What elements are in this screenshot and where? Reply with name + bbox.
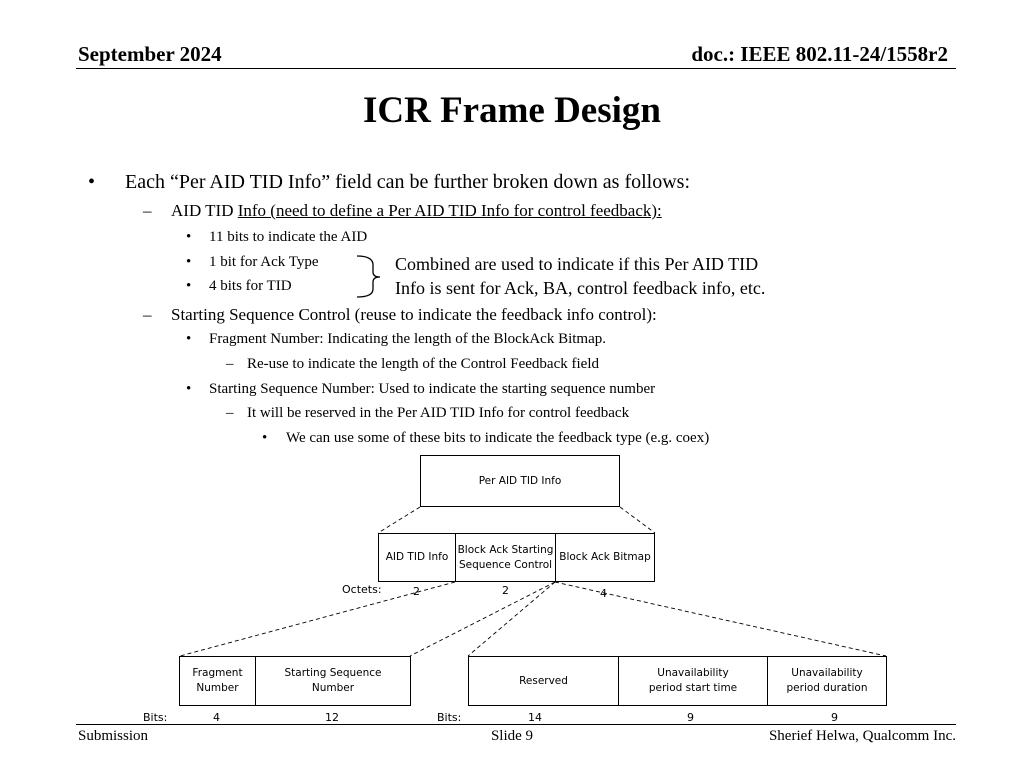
footer-slide-number: Slide 9 (490, 728, 534, 744)
bullet-aid-tid-underlined: Info (need to define a Per AID TID Info … (237, 201, 662, 220)
bits-label-right: Bits: (437, 711, 462, 724)
bits-fragment-number: 4 (213, 711, 220, 724)
combined-note-line2: Info is sent for Ack, BA, control feedba… (395, 278, 766, 298)
bullet-reserved-control-feedback: It will be reserved in the Per AID TID I… (247, 405, 630, 421)
bits-unavail-duration: 9 (831, 711, 838, 724)
octets-ba-bitmap: 4 (600, 587, 607, 600)
octets-bass-control: 2 (502, 584, 509, 597)
bullet-per-aid-tid-info: Each “Per AID TID Info” field can be fur… (125, 171, 690, 193)
octets-label: Octets: (342, 583, 382, 596)
bullet-aid-tid-info: AID TID Info (need to define a Per AID T… (171, 201, 662, 221)
bullet-marker: • (88, 171, 96, 193)
bullet-starting-sequence-control: Starting Sequence Control (reuse to indi… (171, 305, 657, 324)
starting-sequence-number-field: Starting Sequence Number (255, 656, 411, 706)
bullet-feedback-type: We can use some of these bits to indicat… (286, 430, 710, 446)
bullet-4-bits-tid: 4 bits for TID (209, 278, 292, 294)
bullet-marker: • (262, 430, 268, 446)
bullet-marker: • (186, 331, 192, 347)
bullet-aid-tid-prefix: AID TID (171, 201, 238, 220)
combined-note-line1: Combined are used to indicate if this Pe… (395, 254, 759, 274)
unavailability-duration-field: Unavailability period duration (767, 656, 887, 706)
aid-tid-info-field: AID TID Info (378, 533, 456, 582)
bullet-marker: • (186, 381, 192, 397)
bits-reserved: 14 (528, 711, 542, 724)
dash-marker: – (226, 356, 234, 372)
unavailability-start-time-field: Unavailability period start time (618, 656, 768, 706)
footer-author: Sherief Helwa, Qualcomm Inc. (768, 728, 956, 744)
bullet-1-bit-ack-type: 1 bit for Ack Type (209, 254, 319, 270)
footer-divider (76, 724, 956, 725)
bits-starting-sequence-number: 12 (325, 711, 339, 724)
block-ack-starting-sequence-control-field: Block Ack Starting Sequence Control (455, 533, 556, 582)
fragment-number-field: Fragment Number (179, 656, 256, 706)
block-ack-bitmap-field: Block Ack Bitmap (555, 533, 655, 582)
per-aid-tid-info-box: Per AID TID Info (420, 455, 620, 507)
header-date: September 2024 (78, 42, 222, 66)
dash-marker: – (226, 405, 234, 421)
bullet-fragment-number: Fragment Number: Indicating the length o… (209, 331, 606, 347)
header-doc-id: doc.: IEEE 802.11-24/1558r2 (691, 42, 948, 66)
slide-title: ICR Frame Design (362, 90, 661, 131)
bullet-reuse-length: Re-use to indicate the length of the Con… (247, 356, 599, 372)
bits-unavail-start: 9 (687, 711, 694, 724)
bullet-marker: • (186, 278, 192, 294)
bullet-marker: • (186, 254, 192, 270)
bullet-marker: • (186, 229, 192, 245)
bits-label-left: Bits: (143, 711, 168, 724)
reserved-field: Reserved (468, 656, 619, 706)
dash-marker: – (143, 201, 152, 220)
octets-aid-tid-info: 2 (413, 585, 420, 598)
dash-marker: – (143, 305, 152, 324)
bullet-11-bits-aid: 11 bits to indicate the AID (209, 229, 368, 245)
footer-submission: Submission (78, 728, 149, 744)
bullet-starting-sequence-number: Starting Sequence Number: Used to indica… (209, 381, 656, 397)
header-divider (76, 68, 956, 69)
